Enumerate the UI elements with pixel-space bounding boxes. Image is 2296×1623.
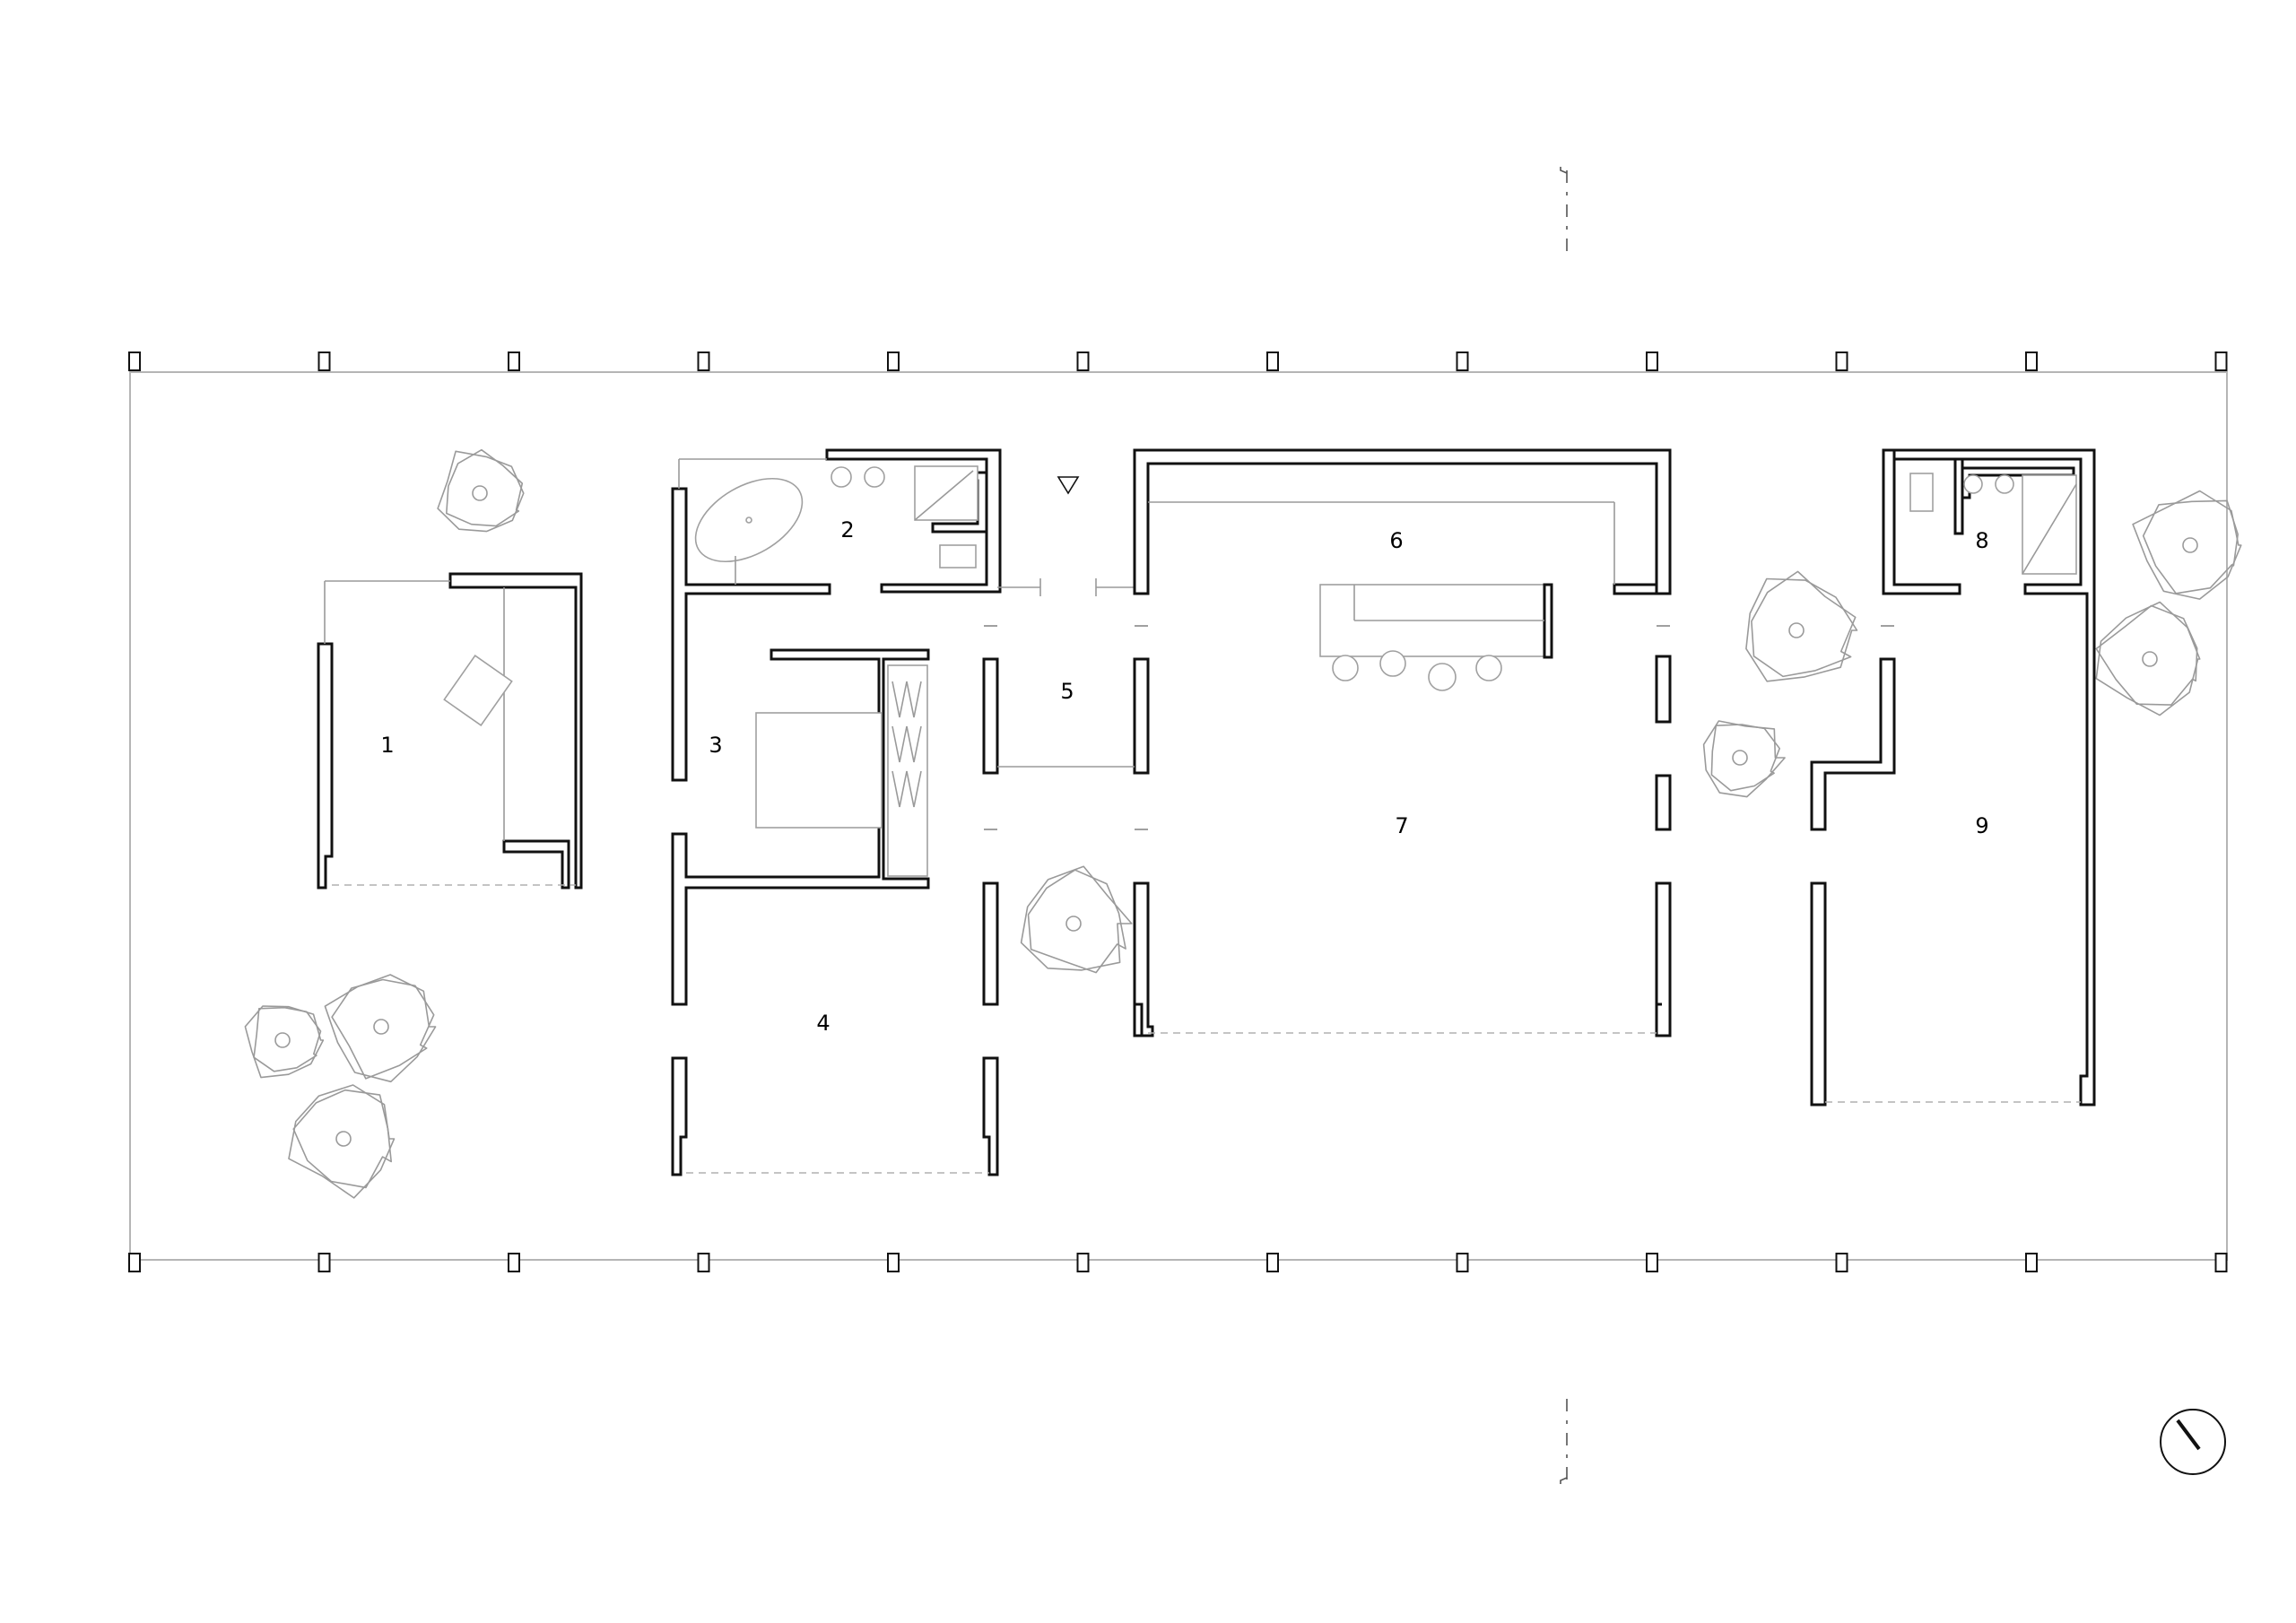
room-label-6: 6: [1389, 528, 1403, 553]
room-label-4: 4: [816, 1011, 830, 1036]
room-label-7: 7: [1395, 813, 1408, 838]
room-label-1: 1: [380, 733, 394, 758]
tree-symbol: [288, 1084, 396, 1199]
tree-symbol: [437, 448, 525, 533]
column-marker: [887, 352, 900, 371]
room-label-5: 5: [1060, 679, 1074, 704]
shower: [2022, 474, 2077, 575]
toilet: [939, 544, 977, 568]
room-label-2: 2: [840, 517, 854, 542]
column-marker: [1835, 352, 1848, 371]
column-marker: [697, 352, 710, 371]
north-arrow: [2160, 1409, 2226, 1475]
pavilion-room-1: [317, 572, 583, 890]
column-marker: [1266, 352, 1279, 371]
column-marker: [2214, 1253, 2228, 1272]
column-marker: [1456, 352, 1469, 371]
sink: [864, 466, 885, 488]
corridor-room-5: [982, 476, 1150, 1006]
column-marker: [887, 1253, 900, 1272]
room-label-3: 3: [709, 733, 722, 758]
column-marker: [508, 352, 520, 371]
column-marker: [1076, 352, 1090, 371]
room-label-8: 8: [1975, 528, 1988, 553]
patio-room-4: [671, 1056, 999, 1176]
column-marker: [1646, 352, 1658, 371]
tree-symbol: [2132, 490, 2242, 600]
column-marker: [508, 1253, 520, 1272]
column-marker: [697, 1253, 710, 1272]
canopy-outline: [129, 371, 2228, 1261]
bedroom-room-3: [671, 648, 930, 1006]
sink: [1995, 474, 2014, 494]
column-marker: [128, 1253, 141, 1272]
kitchen-living-rooms-6-7: [1133, 448, 1672, 1037]
bathroom-room-2: [671, 448, 1002, 782]
column-row: [128, 352, 2228, 1272]
sink: [1963, 474, 1983, 494]
column-marker: [317, 352, 331, 371]
room-label-9: 9: [1975, 813, 1988, 838]
column-marker: [1646, 1253, 1658, 1272]
tree-symbol: [1020, 865, 1133, 974]
column-marker: [1835, 1253, 1848, 1272]
column-marker: [128, 352, 141, 371]
tree-symbol: [324, 974, 437, 1083]
stool: [1332, 655, 1359, 681]
stool: [1475, 655, 1502, 681]
tree-symbol: [1745, 570, 1858, 682]
tree-symbol: [244, 1005, 325, 1079]
landscape-trees: [244, 448, 2242, 1199]
desk-chair: [443, 654, 513, 727]
column-marker: [1266, 1253, 1279, 1272]
sink: [831, 466, 852, 488]
wardrobe: [887, 664, 928, 877]
column-marker: [1456, 1253, 1469, 1272]
column-marker: [2025, 352, 2038, 371]
bed: [755, 712, 883, 829]
column-marker: [1076, 1253, 1090, 1272]
toilet: [1909, 473, 1934, 512]
section-marker-bottom: [1560, 1399, 1568, 1484]
entrance-triangle: [1057, 476, 1080, 495]
tree-symbol: [1702, 720, 1786, 798]
east-wing-rooms-8-9: [1810, 448, 2096, 1107]
column-marker: [2025, 1253, 2038, 1272]
stool: [1379, 650, 1406, 677]
column-marker: [317, 1253, 331, 1272]
column-marker: [2214, 352, 2228, 371]
section-marker-top: [1560, 167, 1568, 251]
room-labels: 1 2 3 4 5 6 7 8 9: [380, 517, 1988, 1036]
stool: [1428, 663, 1457, 691]
tree-symbol: [2095, 601, 2201, 716]
